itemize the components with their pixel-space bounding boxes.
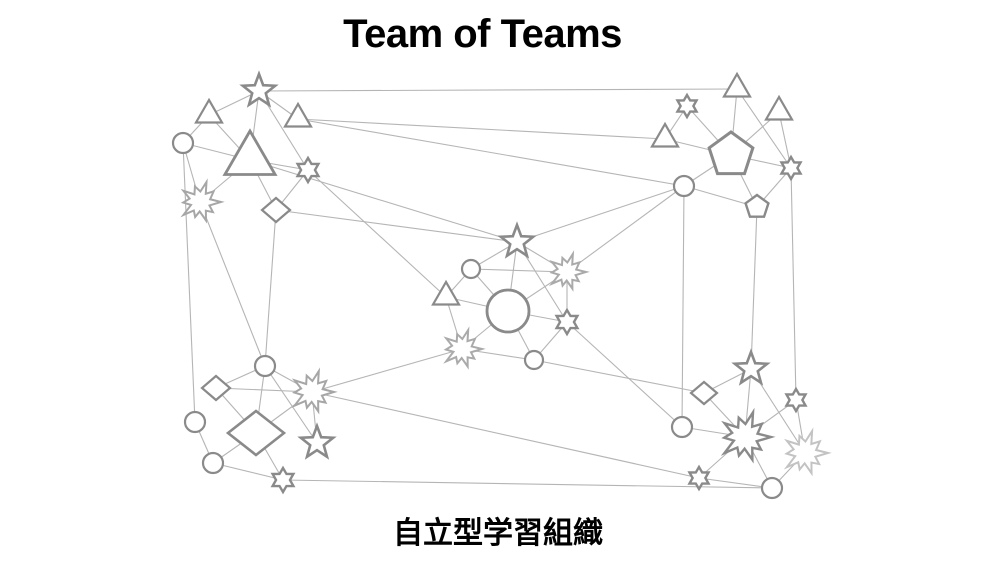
node-tl-triangle-right-triangle-icon [283, 101, 313, 128]
edge-tr-circle--c-burst-right [566, 185, 685, 273]
node-tl-star6-star6-icon [295, 155, 321, 185]
edge-tl-diamond--c-star [275, 209, 518, 243]
node-c-circle-bottom-circle-icon [523, 349, 545, 371]
node-br-circle-bottom-circle-icon [760, 476, 784, 500]
node-tr-star6-right-star6-icon [779, 154, 803, 182]
edge-tr-circle--br-circle-left [681, 185, 685, 428]
edge-tl-circle--bl-circle-left [182, 142, 196, 423]
edge-br-star6-bottom--br-circle-bottom [698, 477, 773, 489]
node-tr-circle-circle-icon [672, 174, 696, 198]
node-tl-burst-burst-icon [180, 178, 225, 224]
node-tr-star6-top-star6-icon [675, 92, 699, 120]
edge-bl-star6--br-circle-bottom [282, 479, 773, 489]
node-br-diamond-diamond-icon [689, 380, 719, 406]
edge-bl-circle-top--bl-star [264, 365, 318, 444]
node-bl-star-star5-icon [297, 422, 337, 460]
node-tl-diamond-diamond-icon [260, 196, 292, 224]
node-c-burst-right-burst-icon [548, 250, 590, 292]
edge-c-circle-top--c-burst-right [470, 268, 568, 273]
node-br-circle-left-circle-icon [670, 415, 694, 439]
edge-tr-circle--c-star [516, 185, 685, 243]
node-c-star6-star6-icon [554, 307, 580, 337]
edge-c-burst-left--bl-burst [311, 348, 463, 393]
node-tl-triangle-big-triangle-icon [222, 128, 278, 176]
page-title: Team of Teams [343, 12, 622, 56]
node-tl-circle-circle-icon [171, 131, 195, 155]
node-tr-triangle-top-triangle-icon [722, 71, 752, 98]
node-c-burst-left-burst-icon [443, 326, 486, 370]
edge-tr-triangle-top--tr-star6-right [736, 88, 792, 169]
node-c-star-star5-icon [497, 221, 537, 259]
node-tl-triangle-left-triangle-icon [194, 97, 224, 124]
edge-tl-triangle-big--c-star [249, 159, 518, 243]
node-tr-triangle-left-triangle-icon [650, 121, 680, 148]
node-bl-burst-burst-icon [291, 367, 338, 415]
node-c-circle-big-circle-icon [485, 288, 531, 334]
node-br-burst-light-burst-icon [783, 427, 832, 477]
node-bl-circle-left-circle-icon [183, 410, 207, 434]
edge-c-star6--br-circle-left [566, 321, 683, 428]
node-br-star-star5-icon [731, 348, 771, 386]
node-bl-circle-top-circle-icon [253, 354, 277, 378]
node-bl-circle-bottom-circle-icon [201, 451, 225, 475]
edge-tl-star6--c-triangle [307, 169, 447, 298]
node-tl-star-star5-icon [239, 70, 279, 108]
node-tr-triangle-right-triangle-icon [764, 94, 794, 121]
subtitle-label: 自立型学習組織 [393, 517, 603, 550]
node-tr-pentagon-small-pentagon-icon [744, 193, 770, 218]
node-bl-star6-star6-icon [270, 465, 296, 495]
edge-bl-circle-bottom--bl-star6 [212, 462, 284, 481]
edge-tr-star6-right--br-star6-top [790, 167, 797, 401]
edge-tr-pentagon-small--br-star [750, 206, 758, 370]
node-tr-pentagon-big-pentagon-icon [707, 130, 755, 176]
node-br-burst-big-burst-icon [720, 407, 776, 464]
node-c-circle-top-circle-icon [460, 258, 482, 280]
edge-tl-diamond--bl-circle-top [264, 209, 277, 367]
edge-bl-burst--br-star6-bottom [311, 391, 700, 479]
edge-tl-triangle-right--tr-triangle-left [297, 118, 666, 140]
edge-tl-triangle-right--tr-circle [297, 118, 685, 187]
edge-c-circle-bottom--br-diamond [533, 359, 705, 394]
edge-tl-star--tr-triangle-top [258, 88, 738, 92]
node-br-star6-bottom-star6-icon [687, 464, 711, 492]
node-bl-diamond-big-diamond-icon [225, 409, 287, 457]
node-br-star6-top-star6-icon [784, 386, 808, 414]
node-bl-diamond-small-diamond-icon [200, 374, 232, 402]
edge-tl-burst--bl-circle-top [199, 201, 266, 367]
node-c-triangle-triangle-icon [431, 279, 461, 306]
